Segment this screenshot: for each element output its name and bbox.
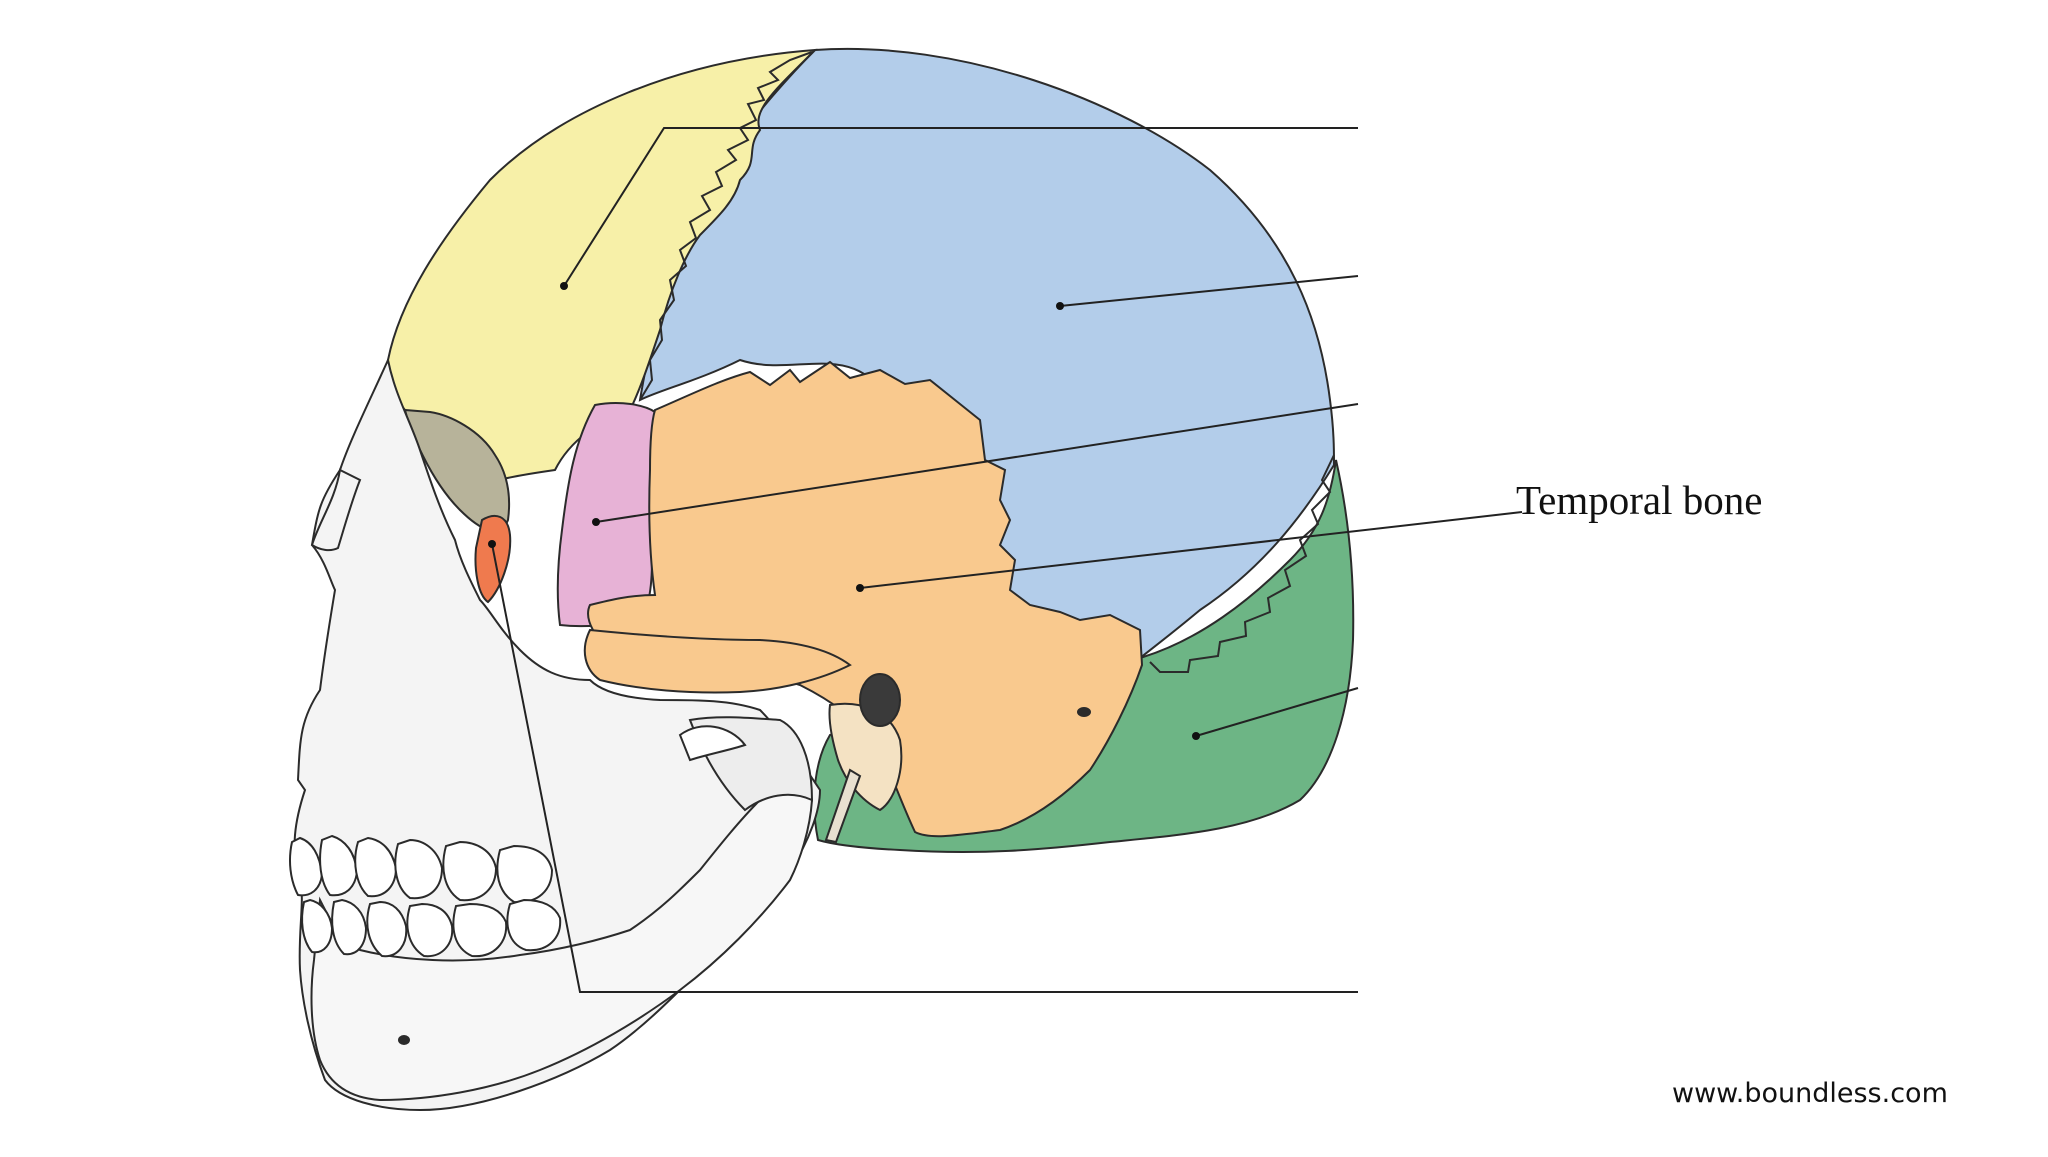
mental-foramen xyxy=(398,1035,410,1045)
leader-dots xyxy=(488,282,1200,740)
leader-dot xyxy=(1192,732,1200,740)
leader-dot xyxy=(592,518,600,526)
lower-teeth xyxy=(301,898,562,958)
leader-dot xyxy=(856,584,864,592)
leader-line-lacrimal xyxy=(491,543,1358,993)
lambdoid-suture xyxy=(1149,454,1335,673)
orbit xyxy=(403,408,511,532)
leader-line-frontal xyxy=(563,127,1358,287)
upper-tooth xyxy=(319,834,359,897)
styloid-process xyxy=(824,768,862,844)
mandible xyxy=(310,789,814,1102)
upper-tooth xyxy=(496,844,554,904)
upper-tooth xyxy=(354,836,398,898)
leader-dot xyxy=(488,540,496,548)
frontal-bone xyxy=(386,48,818,492)
lower-tooth xyxy=(506,898,562,952)
lacrimal-bone xyxy=(474,514,512,604)
upper-teeth xyxy=(289,834,554,904)
leader-line-sphenoid xyxy=(595,403,1359,523)
lower-tooth xyxy=(366,900,408,958)
external-auditory-meatus xyxy=(859,673,901,727)
leader-dot xyxy=(560,282,568,290)
coronoid-notch xyxy=(678,725,747,762)
leader-line-temporal xyxy=(859,511,1523,589)
upper-tooth xyxy=(394,838,444,900)
zygomatic-arch xyxy=(583,628,852,694)
coronal-suture xyxy=(639,51,813,401)
leader-line-parietal xyxy=(1059,275,1359,307)
leader-line-occipital xyxy=(1195,687,1359,737)
leader-dot xyxy=(1056,302,1064,310)
source-watermark: www.boundless.com xyxy=(1672,1078,1948,1109)
mastoid-foramen xyxy=(1077,707,1091,717)
temporal-bone-label: Temporal bone xyxy=(1516,477,1763,523)
lower-tooth xyxy=(406,902,454,958)
upper-tooth xyxy=(442,840,498,902)
lower-tooth xyxy=(331,898,368,956)
upper-tooth xyxy=(289,836,324,897)
nasal-bone xyxy=(310,468,362,552)
lower-tooth xyxy=(301,898,334,954)
leader-lines xyxy=(491,127,1523,993)
lower-tooth xyxy=(452,902,508,958)
